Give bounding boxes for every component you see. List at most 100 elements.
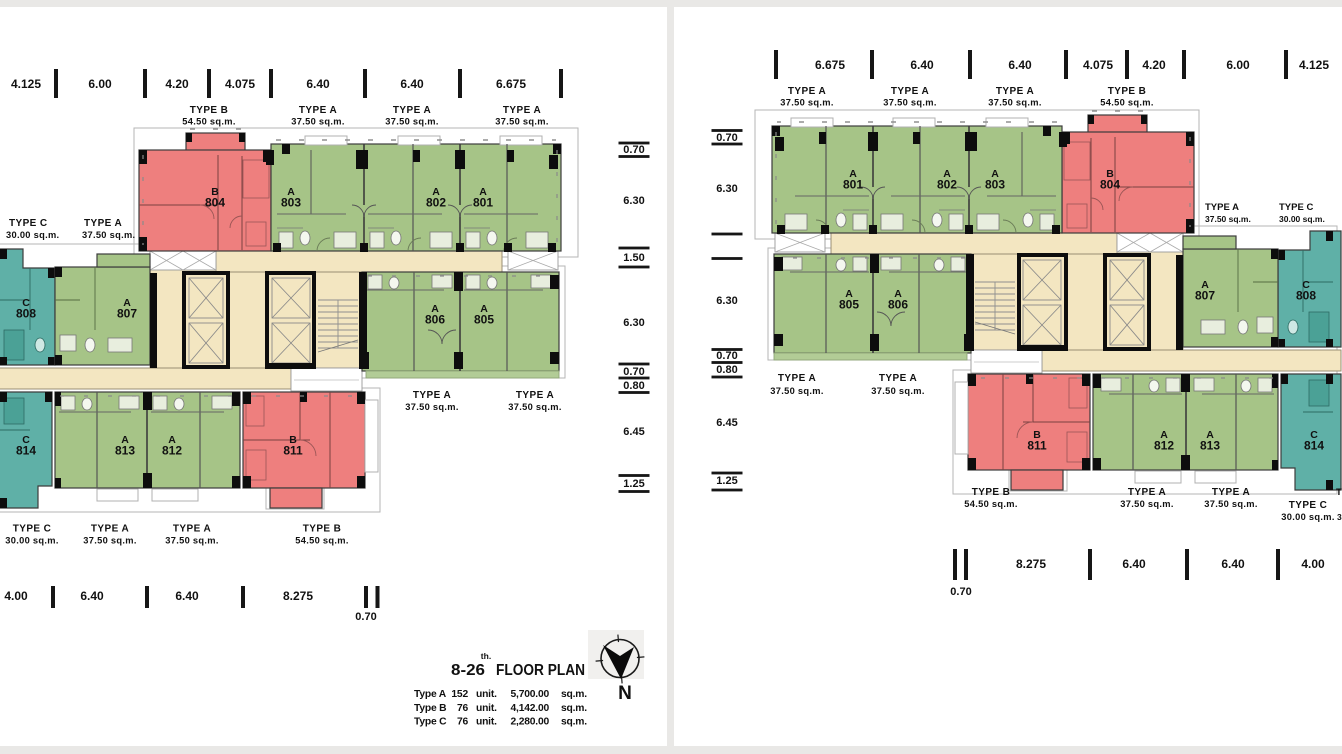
svg-text:B: B <box>289 434 297 446</box>
svg-text:TYPE A: TYPE A <box>778 373 816 384</box>
svg-text:37.50 sq.m.: 37.50 sq.m. <box>871 386 924 396</box>
svg-text:54.50 sq.m.: 54.50 sq.m. <box>182 117 235 127</box>
svg-text:A: A <box>479 186 487 198</box>
svg-text:sq.m.: sq.m. <box>561 703 587 714</box>
svg-text:808: 808 <box>16 307 36 321</box>
svg-text:TYPE A: TYPE A <box>299 105 337 116</box>
svg-text:4.125: 4.125 <box>1299 58 1329 72</box>
svg-text:A: A <box>894 288 902 300</box>
svg-text:TY: TY <box>1336 487 1342 498</box>
svg-text:TYPE A: TYPE A <box>173 524 211 535</box>
svg-text:A: A <box>431 303 439 315</box>
svg-text:C: C <box>1302 279 1310 291</box>
svg-text:6.40: 6.40 <box>1122 557 1146 571</box>
svg-text:6.40: 6.40 <box>1008 58 1032 72</box>
svg-text:37.50 sq.m.: 37.50 sq.m. <box>83 536 136 546</box>
svg-text:2,280.00: 2,280.00 <box>511 717 550 728</box>
svg-text:TYPE A: TYPE A <box>1212 487 1250 498</box>
svg-text:812: 812 <box>162 444 182 458</box>
svg-text:37.50 sq.m.: 37.50 sq.m. <box>1204 499 1257 509</box>
svg-text:TYPE A: TYPE A <box>91 524 129 535</box>
svg-text:A: A <box>168 434 176 446</box>
svg-text:C: C <box>22 297 30 309</box>
svg-text:8-26: 8-26 <box>451 662 485 679</box>
svg-text:1.25: 1.25 <box>716 475 737 487</box>
svg-text:37.50 sq.m.: 37.50 sq.m. <box>1120 499 1173 509</box>
svg-text:812: 812 <box>1154 439 1174 453</box>
svg-text:6.675: 6.675 <box>496 77 526 91</box>
svg-text:TYPE A: TYPE A <box>516 390 554 401</box>
svg-text:TYPE A: TYPE A <box>413 390 451 401</box>
svg-text:B: B <box>211 186 219 198</box>
svg-text:TYPE A: TYPE A <box>891 86 929 97</box>
svg-text:6.45: 6.45 <box>716 417 737 429</box>
svg-text:813: 813 <box>115 444 135 458</box>
svg-text:TYPE A: TYPE A <box>996 86 1034 97</box>
svg-text:0.70: 0.70 <box>950 586 971 598</box>
svg-text:Type A: Type A <box>414 689 447 700</box>
svg-text:4.075: 4.075 <box>1083 58 1113 72</box>
svg-text:805: 805 <box>474 313 494 327</box>
svg-text:0.80: 0.80 <box>623 380 644 392</box>
svg-text:6.45: 6.45 <box>623 426 644 438</box>
svg-text:152: 152 <box>451 689 468 700</box>
svg-text:37.50 sq.m.: 37.50 sq.m. <box>1205 214 1251 224</box>
svg-text:37.50 sq.m.: 37.50 sq.m. <box>291 117 344 127</box>
svg-text:807: 807 <box>117 307 137 321</box>
svg-text:30.00 sq.m.: 30.00 sq.m. <box>1279 214 1325 224</box>
svg-text:0.80: 0.80 <box>716 364 737 376</box>
svg-text:A: A <box>1160 429 1168 441</box>
svg-text:6.30: 6.30 <box>623 317 644 329</box>
svg-text:4.00: 4.00 <box>1301 557 1325 571</box>
svg-text:802: 802 <box>937 178 957 192</box>
svg-text:sq.m.: sq.m. <box>561 689 587 700</box>
svg-text:37.50 sq.m.: 37.50 sq.m. <box>385 117 438 127</box>
svg-text:802: 802 <box>426 196 446 210</box>
svg-text:TYPE A: TYPE A <box>84 218 122 229</box>
svg-text:B: B <box>1106 168 1114 180</box>
svg-text:TYPE A: TYPE A <box>879 373 917 384</box>
svg-text:unit.: unit. <box>476 689 497 700</box>
svg-text:TYPE B: TYPE B <box>303 524 342 535</box>
svg-text:A: A <box>845 288 853 300</box>
svg-text:A: A <box>121 434 129 446</box>
svg-text:8.275: 8.275 <box>283 589 313 603</box>
svg-text:3: 3 <box>1337 512 1342 522</box>
svg-text:TYPE B: TYPE B <box>972 487 1011 498</box>
svg-text:804: 804 <box>1100 178 1120 192</box>
svg-text:806: 806 <box>888 298 908 312</box>
svg-text:803: 803 <box>985 178 1005 192</box>
svg-text:th.: th. <box>481 651 491 661</box>
svg-text:5,700.00: 5,700.00 <box>511 689 550 700</box>
svg-text:54.50 sq.m.: 54.50 sq.m. <box>295 536 348 546</box>
svg-text:4,142.00: 4,142.00 <box>511 703 550 714</box>
svg-text:37.50 sq.m.: 37.50 sq.m. <box>988 98 1041 108</box>
svg-text:0.70: 0.70 <box>623 366 644 378</box>
svg-text:6.40: 6.40 <box>306 77 330 91</box>
svg-text:54.50 sq.m.: 54.50 sq.m. <box>964 499 1017 509</box>
svg-text:A: A <box>943 168 951 180</box>
svg-text:A: A <box>1201 279 1209 291</box>
svg-text:TYPE A: TYPE A <box>503 105 541 116</box>
svg-text:Type B: Type B <box>414 703 446 714</box>
svg-text:803: 803 <box>281 196 301 210</box>
svg-text:A: A <box>480 303 488 315</box>
svg-text:TYPE C: TYPE C <box>1279 202 1313 213</box>
svg-text:N: N <box>618 683 632 704</box>
svg-text:6.00: 6.00 <box>88 77 112 91</box>
svg-text:37.50 sq.m.: 37.50 sq.m. <box>770 386 823 396</box>
svg-text:54.50 sq.m.: 54.50 sq.m. <box>1100 98 1153 108</box>
svg-text:A: A <box>1206 429 1214 441</box>
svg-text:FLOOR PLAN: FLOOR PLAN <box>496 662 585 679</box>
svg-text:30.00 sq.m.: 30.00 sq.m. <box>6 230 59 240</box>
svg-text:806: 806 <box>425 313 445 327</box>
svg-text:TYPE B: TYPE B <box>1108 86 1147 97</box>
svg-text:TYPE C: TYPE C <box>1289 500 1328 511</box>
svg-text:30.00 sq.m.: 30.00 sq.m. <box>1281 512 1334 522</box>
svg-text:807: 807 <box>1195 289 1215 303</box>
svg-text:6.30: 6.30 <box>716 183 737 195</box>
svg-text:C: C <box>1310 429 1318 441</box>
svg-text:801: 801 <box>843 178 863 192</box>
svg-text:30.00 sq.m.: 30.00 sq.m. <box>5 536 58 546</box>
svg-text:A: A <box>991 168 999 180</box>
